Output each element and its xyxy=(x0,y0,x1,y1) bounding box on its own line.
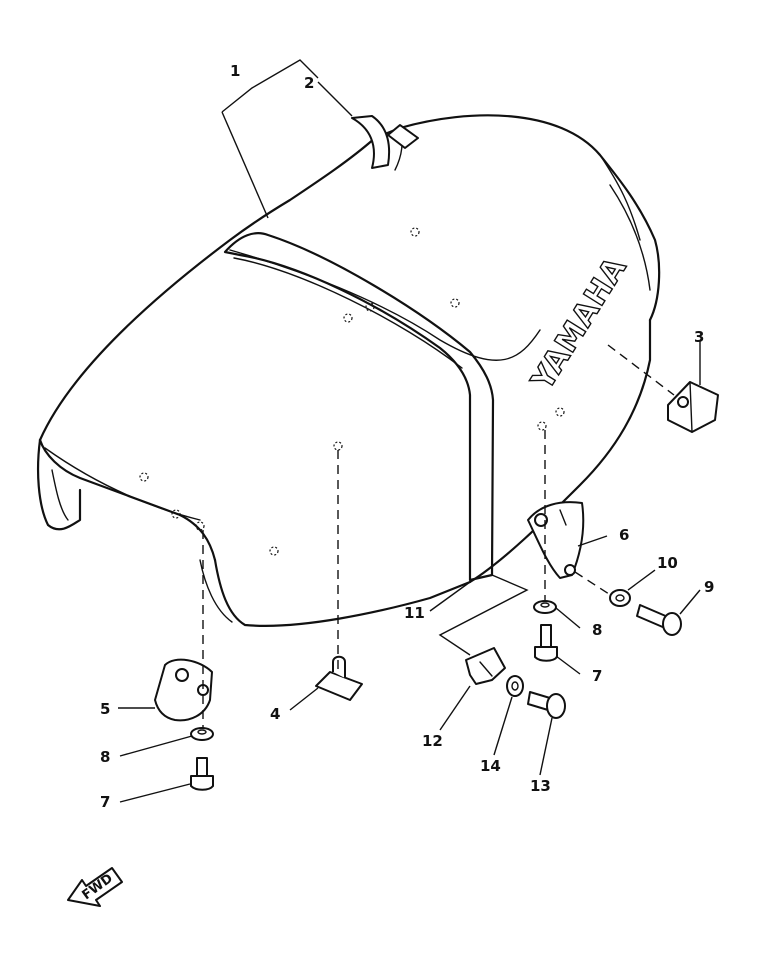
part-8-washer-left xyxy=(190,727,214,741)
callout-3: 3 xyxy=(694,328,704,346)
part-3-rear-block xyxy=(667,381,719,433)
callout-14: 14 xyxy=(480,757,501,775)
leader-lines xyxy=(118,59,701,803)
part-7-bolt-left xyxy=(190,757,214,791)
callout-labels: 1 2 3 4 5 6 7 7 8 8 9 10 11 12 14 13 xyxy=(100,62,714,811)
part-12-clip xyxy=(465,647,506,685)
seat-strap xyxy=(223,232,495,582)
part-8-washer-right xyxy=(533,600,557,614)
callout-7-right: 7 xyxy=(592,667,602,685)
callout-10: 10 xyxy=(657,554,678,572)
callout-8-left: 8 xyxy=(100,748,110,766)
part-7-bolt-right xyxy=(534,624,558,662)
callout-5: 5 xyxy=(100,700,110,718)
assembly-lines xyxy=(202,344,675,728)
callout-12: 12 xyxy=(422,732,443,750)
callout-1: 1 xyxy=(230,62,240,80)
part-14-washer xyxy=(506,675,524,697)
callout-7-left: 7 xyxy=(100,793,110,811)
callout-11: 11 xyxy=(404,604,425,622)
part-2-hump-clip xyxy=(351,115,419,169)
part-6-side-bracket xyxy=(527,501,585,579)
part-10-washer xyxy=(609,589,631,607)
callout-9: 9 xyxy=(704,578,714,596)
part-4-nut-plate xyxy=(315,655,363,701)
seat-brand-lettering: YAMAHA xyxy=(525,251,634,397)
part-5-bracket xyxy=(154,658,213,722)
callout-6: 6 xyxy=(619,526,629,544)
part-13-bolt xyxy=(527,691,566,719)
part-9-bolt xyxy=(636,604,682,636)
forward-arrow: FWD xyxy=(67,867,123,907)
callout-8-right: 8 xyxy=(592,621,602,639)
callout-13: 13 xyxy=(530,777,551,795)
callout-2: 2 xyxy=(304,74,314,92)
callout-4: 4 xyxy=(270,705,280,723)
